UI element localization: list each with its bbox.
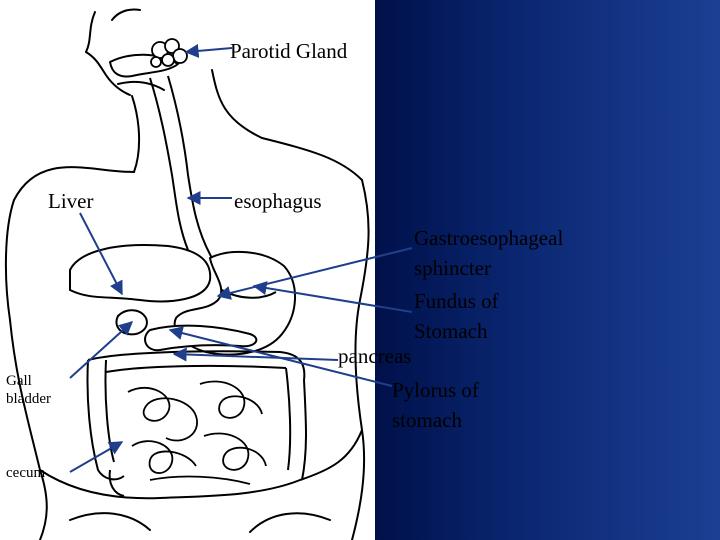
arrow-gastroesophageal	[216, 247, 413, 300]
arrow-cecum	[69, 441, 124, 473]
label-cecum: cecum	[6, 465, 46, 481]
arrow-parotid	[184, 43, 233, 58]
label-gall-bladder: Gall bladder	[6, 372, 51, 408]
arrow-pylorus	[168, 326, 393, 387]
label-esophagus: esophagus	[234, 189, 322, 213]
parotid-gland	[150, 38, 188, 68]
label-gall-line1: Gall	[6, 373, 32, 389]
label-pylorus-of-stomach: Pylorus of stomach	[392, 375, 479, 436]
label-liver: Liver	[48, 189, 94, 213]
arrow-liver	[79, 212, 123, 296]
arrow-pancreas	[172, 347, 339, 362]
label-pancreas: pancreas	[338, 344, 412, 368]
appendix-cecum	[108, 469, 125, 497]
liver	[69, 244, 212, 303]
label-pylorus-line2: stomach	[392, 408, 462, 433]
small-intestine	[127, 380, 267, 485]
blue-background-panel	[375, 0, 720, 540]
label-pylorus-line1: Pylorus of	[392, 378, 479, 402]
arrow-fundus	[252, 281, 413, 313]
label-gastroesophageal-line1: Gastroesophageal	[414, 226, 564, 250]
esophagus	[149, 75, 213, 259]
label-gall-line2: bladder	[6, 391, 51, 407]
pointer-arrows	[69, 43, 413, 473]
label-gastroesophageal-line2: sphincter	[414, 256, 491, 281]
body-outline	[4, 8, 370, 540]
arrow-gall-bladder	[69, 321, 134, 379]
label-fundus-line1: Fundus of	[414, 289, 499, 313]
label-gastroesophageal-sphincter: Gastroesophageal sphincter	[414, 223, 563, 284]
label-parotid-gland: Parotid Gland	[230, 39, 348, 63]
label-fundus-of-stomach: Fundus of Stomach	[414, 286, 499, 347]
label-fundus-line2: Stomach	[414, 319, 488, 344]
